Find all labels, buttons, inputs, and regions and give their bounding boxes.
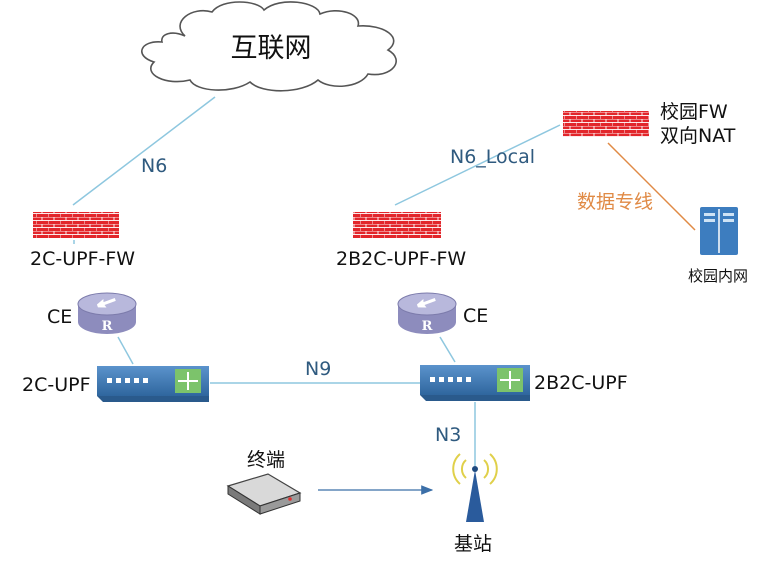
fw-2b2c-label: 2B2C-UPF-FW: [336, 248, 466, 270]
link-ce-upf-right: [439, 336, 456, 363]
internet-label: 互联网: [231, 33, 312, 64]
link-label-n6: N6: [141, 155, 167, 177]
link-label-dedicated: 数据专线: [577, 191, 653, 213]
fw-campus-label-1: 校园FW: [660, 101, 728, 123]
server-icon: [700, 207, 738, 255]
antenna-icon: [452, 453, 498, 522]
link-dedicated: [607, 142, 696, 231]
ce-left-label: CE: [47, 306, 72, 328]
switch-icon: [420, 365, 530, 401]
firewall-icon: [563, 111, 649, 137]
link-n6-local: [394, 124, 561, 206]
upf-2c-label: 2C-UPF: [22, 374, 91, 396]
router-icon: R: [397, 292, 457, 334]
firewall-icon: [33, 212, 119, 238]
base-station-label: 基站: [454, 533, 492, 555]
ce-right-label: CE: [463, 305, 488, 327]
link-label-n9: N9: [305, 358, 331, 380]
terminal-label: 终端: [247, 449, 285, 471]
campus-lan-label: 校园内网: [688, 267, 748, 285]
switch-icon: [97, 366, 209, 402]
firewall-icon: [353, 212, 441, 238]
link-n6: [72, 96, 216, 206]
fw-campus-label-2: 双向NAT: [660, 125, 736, 147]
fw-2c-label: 2C-UPF-FW: [30, 248, 135, 270]
svg-text:R: R: [102, 319, 113, 334]
cloud-icon: [141, 1, 397, 92]
link-label-n6-local: N6_Local: [450, 146, 535, 168]
upf-2b2c-label: 2B2C-UPF: [534, 372, 628, 394]
device-icon: [226, 473, 302, 515]
link-label-n3: N3: [435, 424, 461, 446]
link-ce-upf-left: [117, 336, 134, 365]
svg-text:R: R: [422, 319, 433, 334]
router-icon: R: [77, 292, 137, 334]
